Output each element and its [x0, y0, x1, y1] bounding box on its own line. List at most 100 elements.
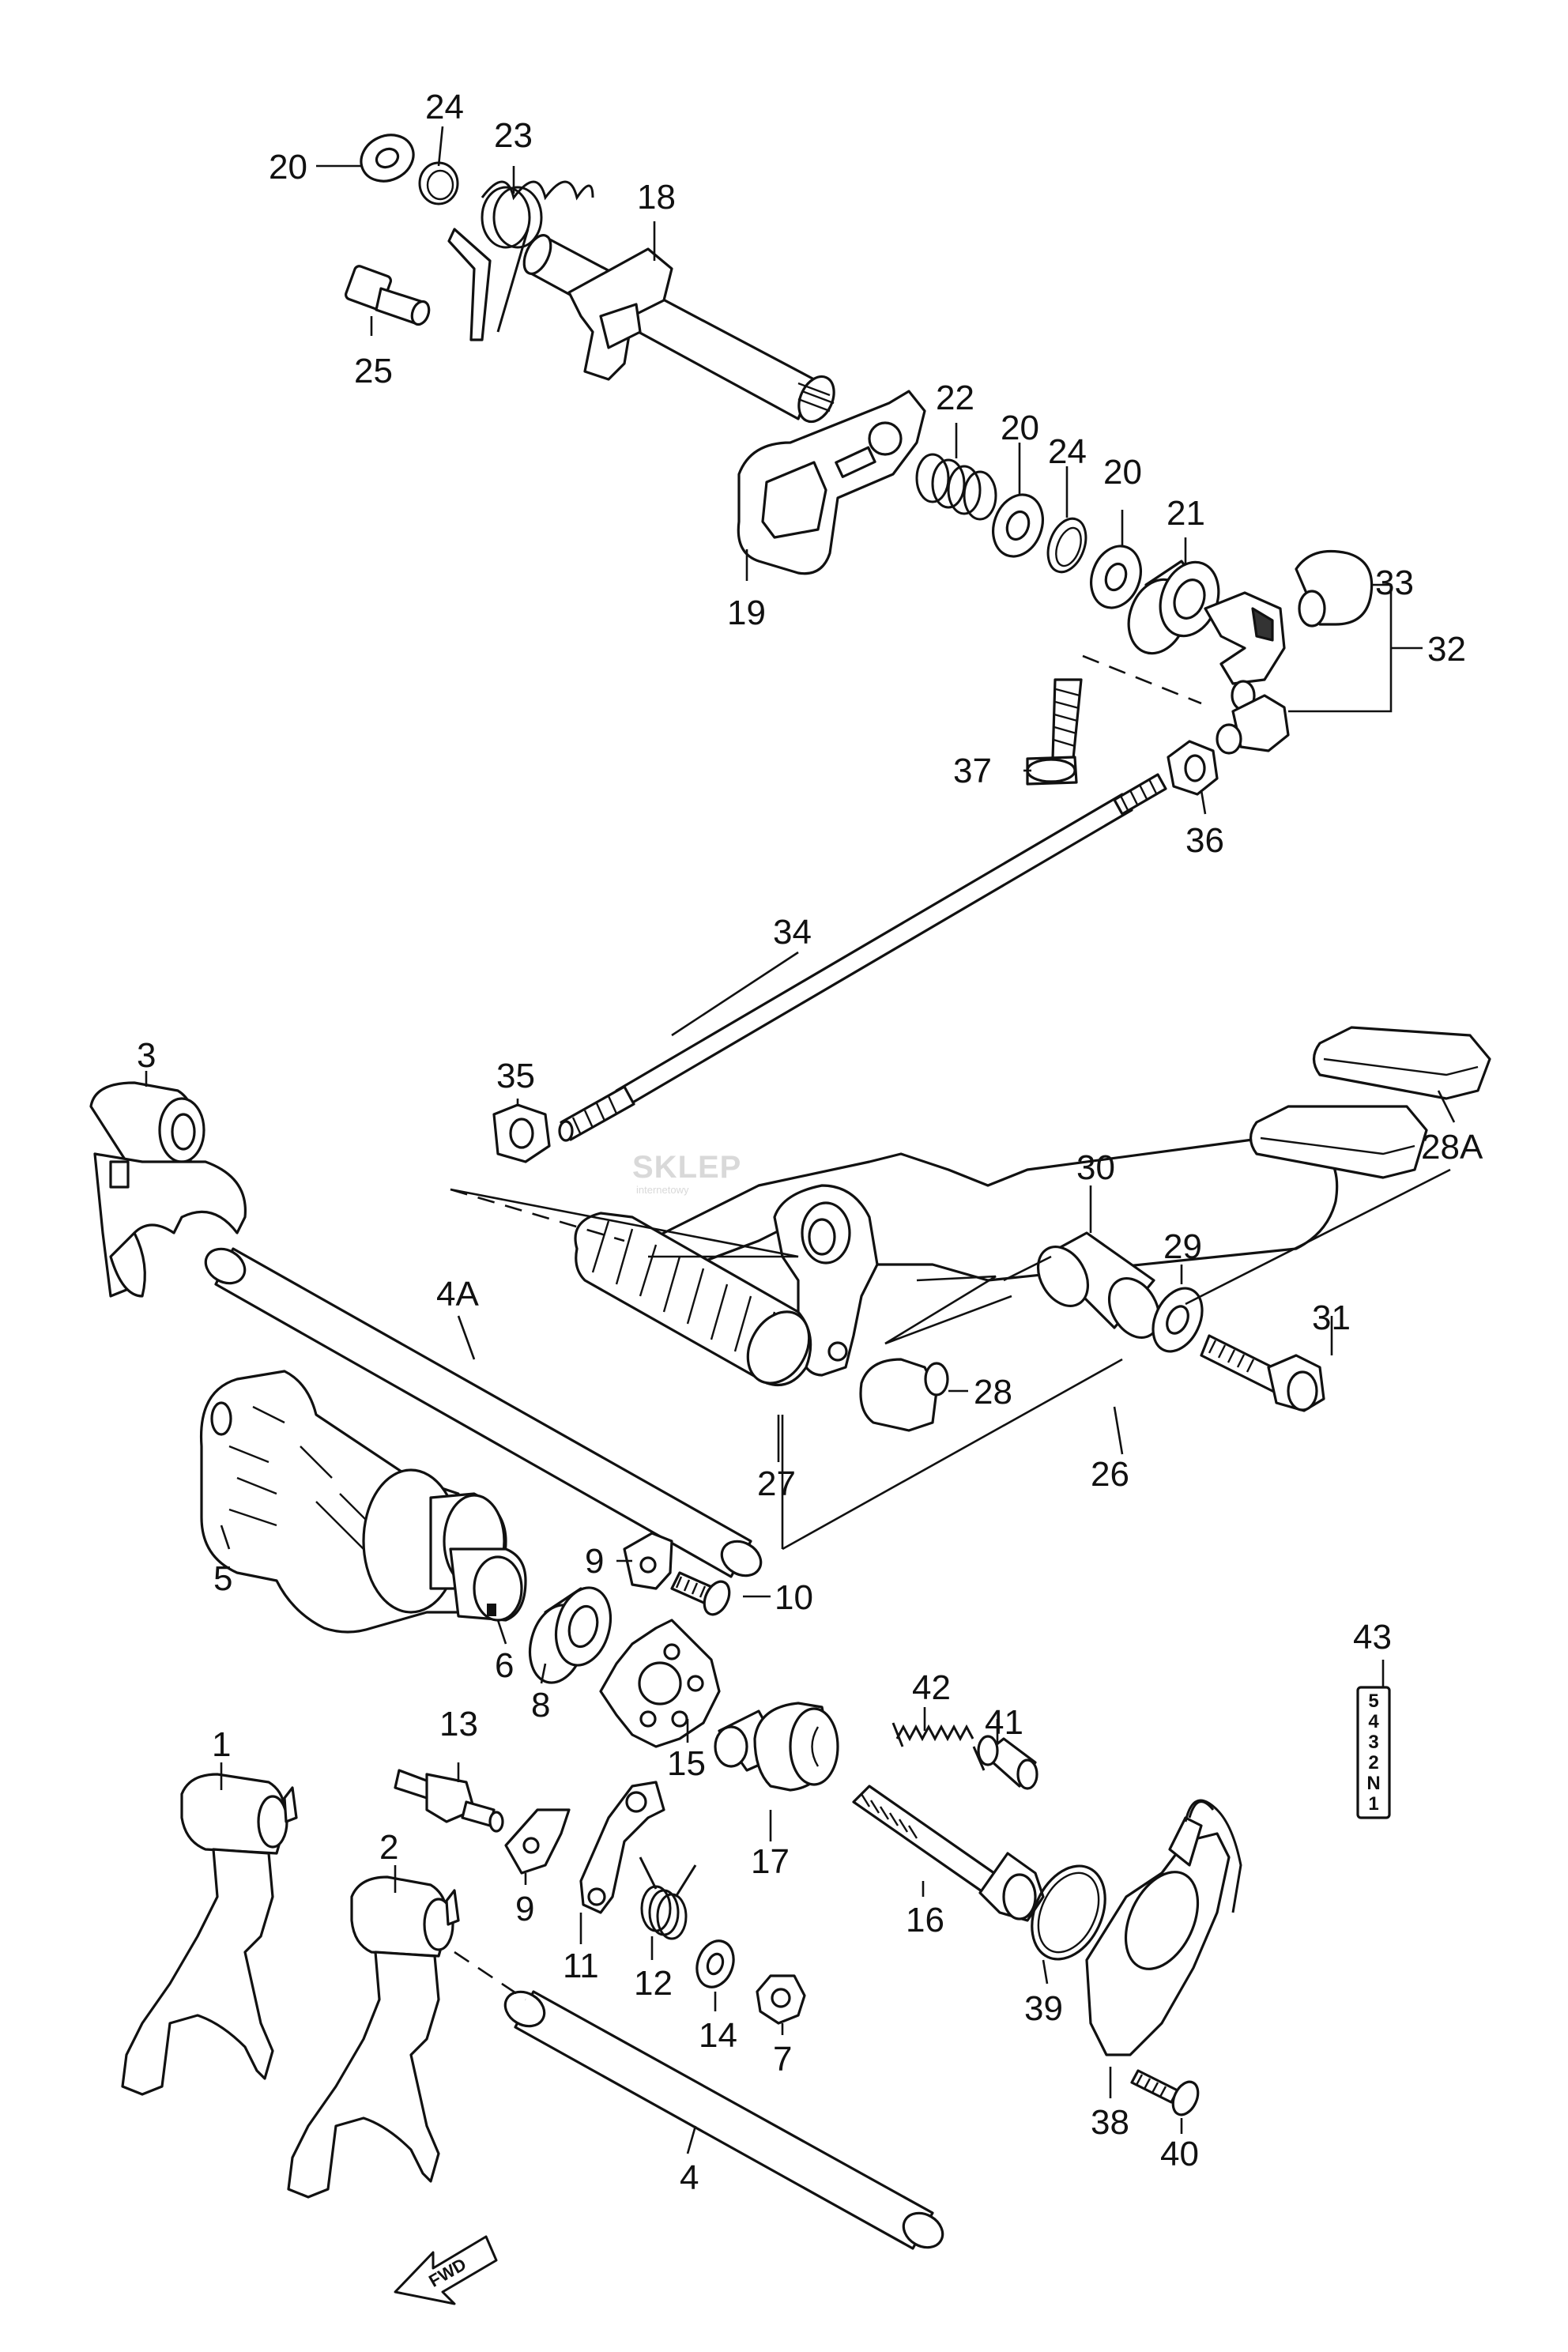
part-10-screw[interactable]	[670, 1571, 734, 1619]
label-20-top: 20	[269, 148, 307, 187]
part-27-footpeg[interactable]	[574, 1212, 821, 1394]
label-7: 7	[773, 2040, 792, 2079]
part-28a-pads[interactable]	[1249, 1026, 1491, 1179]
part-24-circlip-top[interactable]	[418, 161, 459, 205]
part-20-washer-right[interactable]	[1083, 539, 1149, 615]
fwd-arrow: FWD	[394, 2235, 498, 2305]
part-8-bearing[interactable]	[522, 1581, 619, 1689]
label-25: 25	[354, 352, 393, 390]
part-18-shift-shaft[interactable]	[518, 232, 840, 428]
label-8: 8	[531, 1686, 550, 1724]
label-21: 21	[1167, 494, 1205, 533]
label-16: 16	[906, 1901, 944, 1939]
label-9-lower: 9	[515, 1890, 534, 1928]
tag-char-4: N	[1366, 1773, 1380, 1794]
part-22-spring[interactable]	[915, 453, 997, 521]
part-37-bolt[interactable]	[1026, 678, 1083, 786]
leader-lines	[145, 126, 1456, 2154]
label-10: 10	[775, 1578, 813, 1617]
part-2-shift-fork[interactable]	[287, 1875, 460, 2199]
label-4: 4	[680, 2158, 699, 2197]
label-38: 38	[1091, 2103, 1129, 2142]
tag-char-1: 4	[1368, 1711, 1379, 1732]
part-12-spring[interactable]	[639, 1856, 697, 1940]
tag-char-0: 5	[1368, 1690, 1378, 1712]
label-5: 5	[213, 1559, 232, 1598]
part-4a-shaft[interactable]	[199, 1242, 767, 1583]
part-43-indicator-tag: 5 4 3 2 N 1	[1356, 1686, 1391, 1819]
part-38-sensor[interactable]	[1085, 1799, 1242, 2056]
label-20-mid: 20	[1001, 409, 1039, 447]
label-42: 42	[912, 1668, 951, 1707]
part-36-nut[interactable]	[1167, 740, 1219, 796]
tag-char-2: 3	[1368, 1732, 1378, 1753]
part-28-cap[interactable]	[859, 1358, 949, 1432]
part-labels: 20 24 23 25 18 19 22 20 24 20 21 33 32 3…	[137, 88, 1483, 2197]
label-33: 33	[1375, 564, 1414, 602]
label-13: 13	[439, 1705, 478, 1743]
part-24-circlip-mid[interactable]	[1041, 514, 1092, 578]
part-9-plate-lower[interactable]	[504, 1808, 571, 1875]
part-11-stopper-arm[interactable]	[579, 1781, 665, 1914]
part-15-cam-plate[interactable]	[599, 1619, 721, 1748]
label-1: 1	[212, 1725, 231, 1764]
label-40: 40	[1160, 2135, 1199, 2173]
part-13-stud[interactable]	[394, 1769, 504, 1833]
part-4-shaft[interactable]	[499, 1985, 948, 2255]
part-31-bolt[interactable]	[1200, 1334, 1325, 1412]
part-39-o-ring[interactable]	[1018, 1854, 1120, 1971]
label-19: 19	[727, 594, 766, 632]
label-36: 36	[1185, 821, 1224, 860]
label-37: 37	[953, 752, 992, 790]
part-7-nut[interactable]	[756, 1974, 806, 2025]
watermark-subtext: internetowy	[636, 1184, 689, 1196]
part-29-washer[interactable]	[1144, 1280, 1212, 1359]
part-5-shift-drum[interactable]	[199, 1370, 527, 1634]
part-19-shift-arm[interactable]	[737, 390, 926, 575]
label-17: 17	[751, 1842, 790, 1881]
label-29: 29	[1163, 1227, 1202, 1266]
label-41: 41	[985, 1703, 1023, 1742]
part-42-spring[interactable]	[891, 1722, 986, 1771]
part-20-washer-mid[interactable]	[985, 488, 1051, 564]
part-9-plate-upper[interactable]	[623, 1532, 673, 1590]
part-33-boot[interactable]	[1295, 549, 1374, 628]
label-2: 2	[379, 1828, 398, 1867]
label-34: 34	[773, 913, 812, 952]
part-21-bearing[interactable]	[1119, 554, 1229, 662]
part-35-nut[interactable]	[492, 1103, 551, 1163]
label-30: 30	[1076, 1148, 1115, 1187]
label-43: 43	[1353, 1618, 1392, 1657]
label-24-mid: 24	[1048, 432, 1087, 471]
part-16-bolt[interactable]	[852, 1785, 1045, 1922]
label-4a: 4A	[436, 1275, 479, 1314]
watermark: SKLEP internetowy	[632, 1150, 741, 1196]
label-39: 39	[1024, 1989, 1063, 2028]
part-23-spring[interactable]	[447, 180, 594, 341]
tag-char-5: 1	[1368, 1793, 1378, 1815]
part-1-shift-fork[interactable]	[121, 1773, 298, 2096]
label-35: 35	[496, 1057, 535, 1095]
part-20-washer-top[interactable]	[353, 126, 420, 189]
label-9-upper: 9	[585, 1542, 604, 1581]
label-11: 11	[563, 1947, 599, 1985]
label-12: 12	[634, 1964, 673, 2003]
part-3-shift-fork[interactable]	[89, 1081, 247, 1298]
label-28a: 28A	[1421, 1128, 1483, 1167]
part-34-rod[interactable]	[558, 773, 1167, 1142]
part-30-collar[interactable]	[1028, 1231, 1169, 1347]
label-15: 15	[667, 1744, 706, 1783]
watermark-text: SKLEP	[632, 1150, 741, 1185]
label-14: 14	[699, 2016, 737, 2055]
part-32-rod-end[interactable]	[1204, 591, 1290, 755]
part-14-washer[interactable]	[691, 1936, 740, 1992]
part-40-screw[interactable]	[1130, 2069, 1203, 2119]
part-25-bolt[interactable]	[345, 265, 432, 326]
part-17-pin[interactable]	[714, 1702, 839, 1792]
label-6: 6	[495, 1646, 514, 1685]
label-27: 27	[757, 1464, 796, 1503]
label-3: 3	[137, 1036, 156, 1075]
label-26: 26	[1091, 1455, 1129, 1494]
part-41-pin[interactable]	[977, 1735, 1038, 1790]
